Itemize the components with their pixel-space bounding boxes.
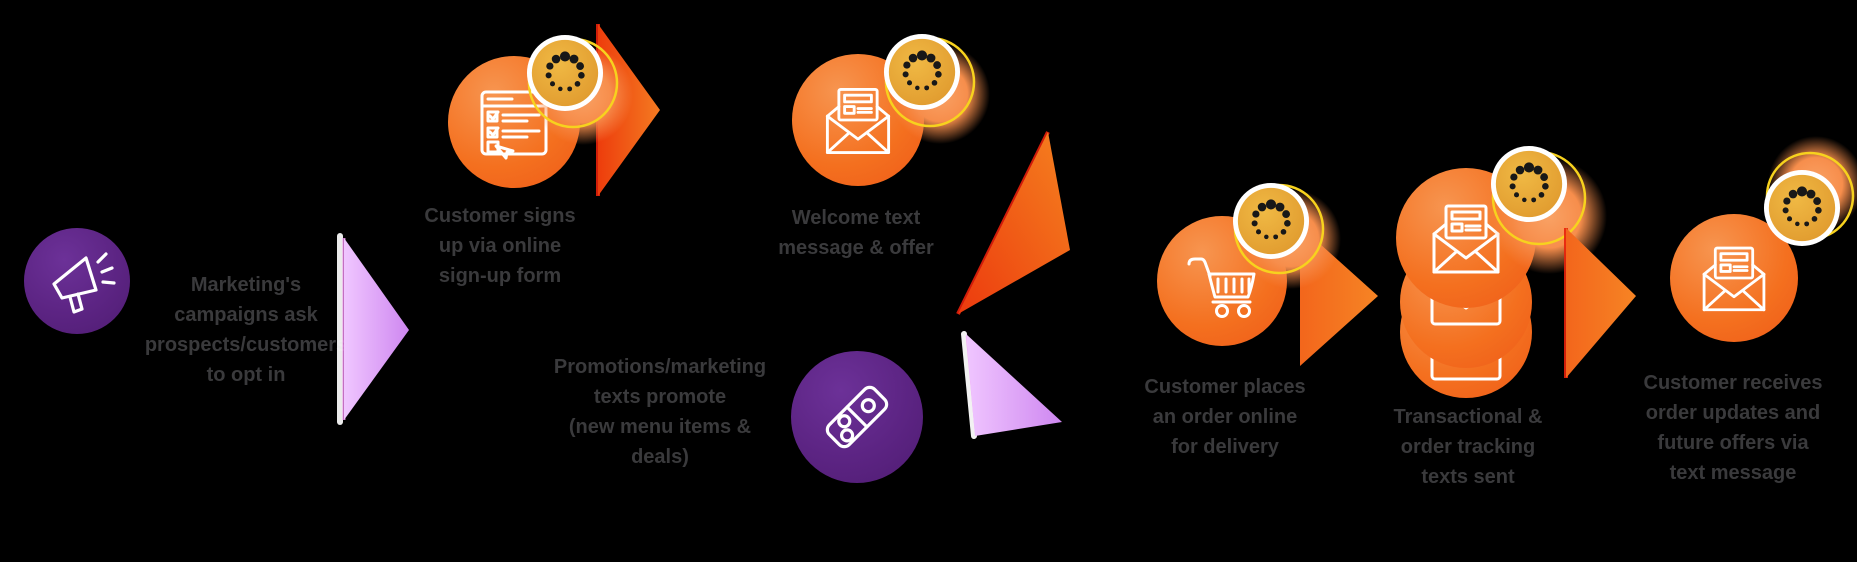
signup-form-icon bbox=[480, 90, 548, 160]
step6-caption: Transactional & order tracking texts sen… bbox=[1348, 402, 1588, 492]
megaphone-circle bbox=[24, 228, 130, 334]
open-envelope-icon bbox=[825, 87, 891, 154]
caption-line: deals) bbox=[631, 446, 689, 468]
caption-line: Customer receives bbox=[1643, 372, 1823, 394]
open-envelope-icon bbox=[1432, 204, 1500, 274]
caption-line: Promotions/marketing bbox=[553, 356, 767, 378]
dots-badge-icon bbox=[526, 34, 633, 145]
arrow-triangle-lavender-1 bbox=[337, 233, 409, 425]
step2-caption: Customer signs up via online sign-up for… bbox=[380, 201, 620, 291]
caption-line: texts promote bbox=[593, 386, 727, 408]
caption-line: (new menu items & bbox=[568, 416, 752, 438]
step1-caption: Marketing's campaigns ask prospects/cust… bbox=[116, 270, 376, 390]
caption-line: for delivery bbox=[1171, 436, 1279, 458]
caption-line: sign-up form bbox=[438, 265, 562, 287]
step3-caption: Welcome text message & offer bbox=[736, 203, 976, 263]
step5-caption: Customer places an order online for deli… bbox=[1105, 372, 1345, 462]
caption-line: Welcome text bbox=[791, 207, 921, 229]
caption-line: campaigns ask bbox=[174, 304, 318, 326]
caption-line: message & offer bbox=[778, 237, 934, 259]
step7-caption: Customer receives order updates and futu… bbox=[1603, 368, 1857, 488]
open-envelope-icon bbox=[1702, 246, 1766, 312]
dots-badge-icon bbox=[883, 33, 990, 144]
dots-badge-icon bbox=[1232, 182, 1341, 289]
caption-line: future offers via bbox=[1657, 432, 1809, 454]
caption-line: text message bbox=[1669, 462, 1797, 484]
caption-line: prospects/customers bbox=[144, 334, 348, 356]
arrow-triangle-red-2 bbox=[956, 131, 1070, 315]
arrow-triangle-orange-4 bbox=[1564, 228, 1636, 378]
shopping-cart-icon bbox=[1187, 257, 1256, 318]
caption-line: Marketing's bbox=[190, 274, 302, 296]
caption-line: Customer places bbox=[1144, 376, 1306, 398]
caption-line: to opt in bbox=[206, 364, 286, 386]
arrow-triangle-lavender-2 bbox=[961, 331, 1062, 439]
caption-line: order tracking bbox=[1400, 436, 1536, 458]
caption-line: Customer signs bbox=[424, 205, 576, 227]
caption-line: up via online bbox=[438, 235, 562, 257]
domino-icon bbox=[825, 385, 889, 449]
caption-line: texts sent bbox=[1421, 466, 1515, 488]
step4-caption: Promotions/marketing texts promote (new … bbox=[515, 352, 805, 472]
dots-badge-icon bbox=[1763, 136, 1857, 247]
caption-line: Transactional & bbox=[1393, 406, 1543, 428]
caption-line: an order online bbox=[1152, 406, 1298, 428]
megaphone-icon bbox=[52, 252, 116, 314]
caption-line: order updates and bbox=[1645, 402, 1821, 424]
